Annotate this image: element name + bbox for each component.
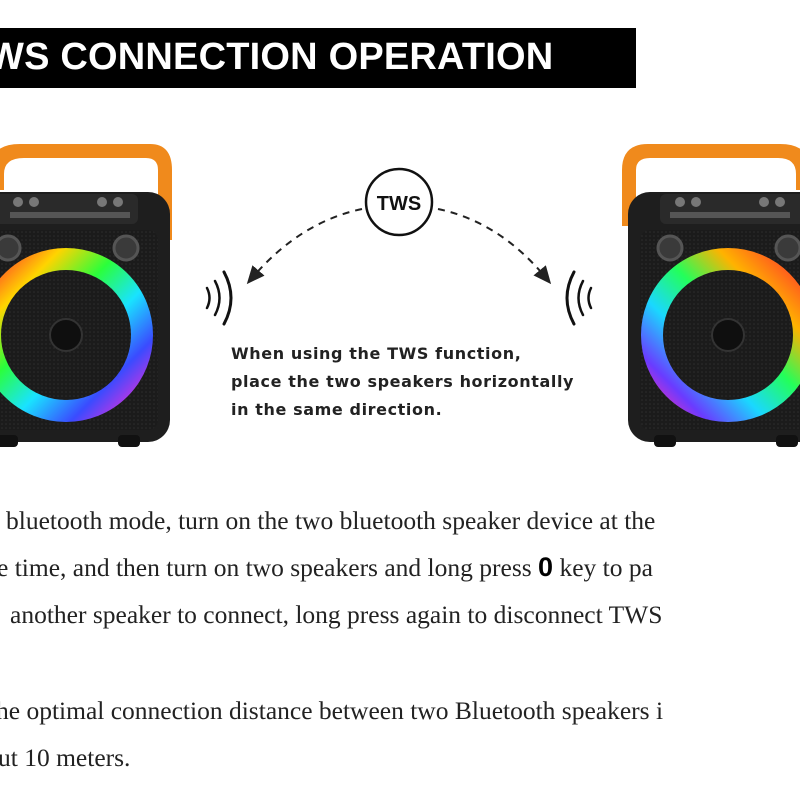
- left-dashed-arrow: [246, 208, 363, 285]
- right-speaker-handle: [622, 144, 800, 226]
- tws-circle-label: TWS: [377, 193, 421, 215]
- section-title-bar: WS CONNECTION OPERATION: [0, 28, 636, 88]
- tws-caption-line: place the two speakers horizontally: [231, 372, 575, 391]
- paragraph-text: e time, and then turn on two speakers an…: [0, 553, 539, 582]
- left-speaker-rgb-ring: [0, 248, 153, 422]
- paragraph-line: bluetooth mode, turn on the two bluetoot…: [6, 506, 656, 535]
- right-speaker-image: [622, 144, 800, 447]
- paragraph-line: he optimal connection distance between t…: [0, 696, 664, 725]
- instruction-paragraph-1: bluetooth mode, turn on the two bluetoot…: [0, 497, 800, 638]
- tws-caption-line: When using the TWS function,: [231, 344, 522, 363]
- tws-diagram: TWS: [0, 130, 800, 460]
- left-speaker-image: [0, 144, 172, 447]
- tws-circle-icon: [364, 167, 434, 237]
- left-speaker-handle: [0, 144, 172, 240]
- paragraph-line: ut 10 meters.: [0, 743, 131, 772]
- right-speaker-rgb-ring: [641, 248, 800, 422]
- left-sound-waves-icon: [205, 270, 233, 326]
- paragraph-line: another speaker to connect, long press a…: [10, 600, 663, 629]
- tws-caption-line: in the same direction.: [231, 400, 443, 419]
- paragraph-line: e time, and then turn on two speakers an…: [0, 544, 800, 591]
- tws-caption: When using the TWS function, place the t…: [231, 340, 611, 424]
- right-sound-waves-icon: [565, 270, 593, 326]
- key-zero-label: 0: [538, 552, 554, 582]
- paragraph-text: key to pa: [553, 553, 653, 582]
- tws-diagram-svg: TWS: [0, 144, 800, 447]
- right-dashed-arrow: [437, 208, 552, 285]
- instruction-paragraph-2: he optimal connection distance between t…: [0, 687, 800, 781]
- section-title: WS CONNECTION OPERATION: [0, 36, 554, 78]
